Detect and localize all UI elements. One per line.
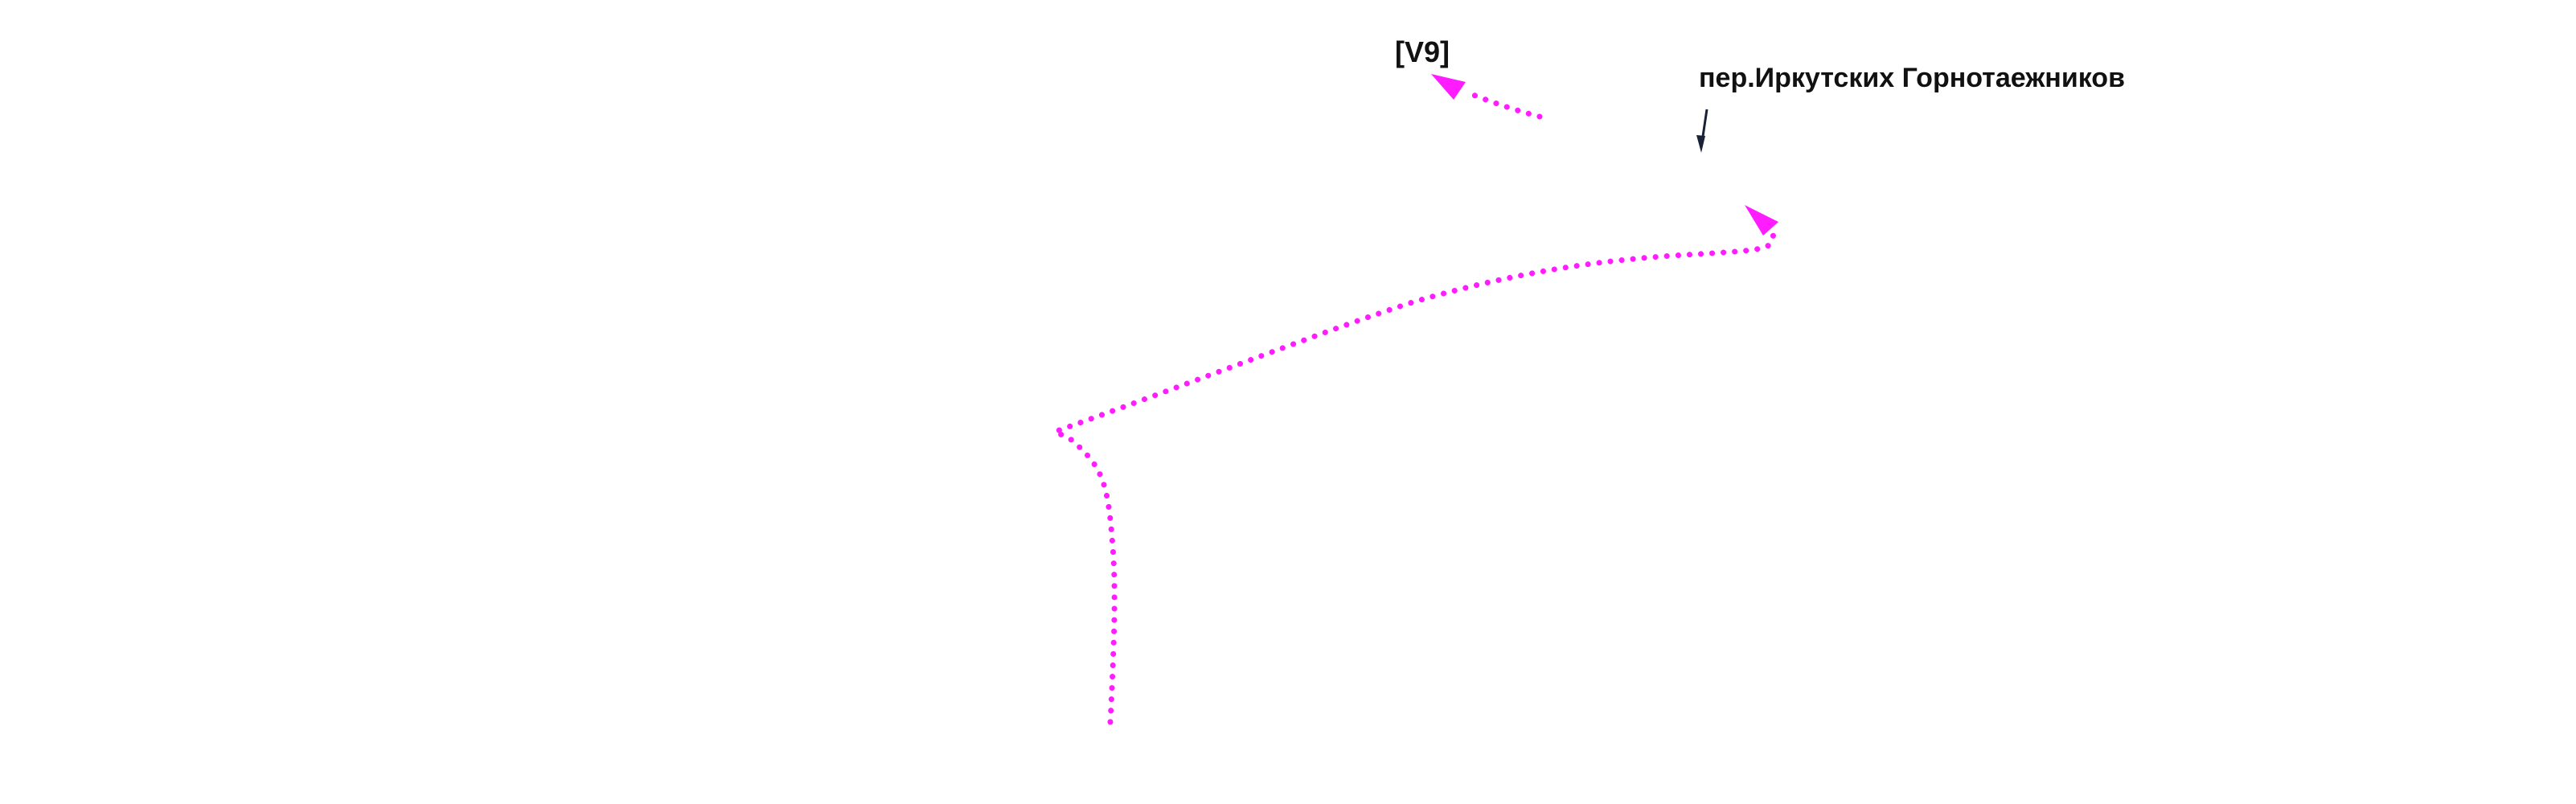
route-arrow-icon (1745, 205, 1778, 236)
street-label: пер.Иркутских Горнотаежников (1699, 63, 2125, 93)
label-pointer-arrow-icon (1696, 135, 1705, 153)
marker-label-v9: [V9] (1395, 35, 1450, 68)
route-arrow-icon (1431, 74, 1466, 100)
route-path-v9 (1462, 88, 1543, 120)
route-path (1047, 232, 1777, 725)
